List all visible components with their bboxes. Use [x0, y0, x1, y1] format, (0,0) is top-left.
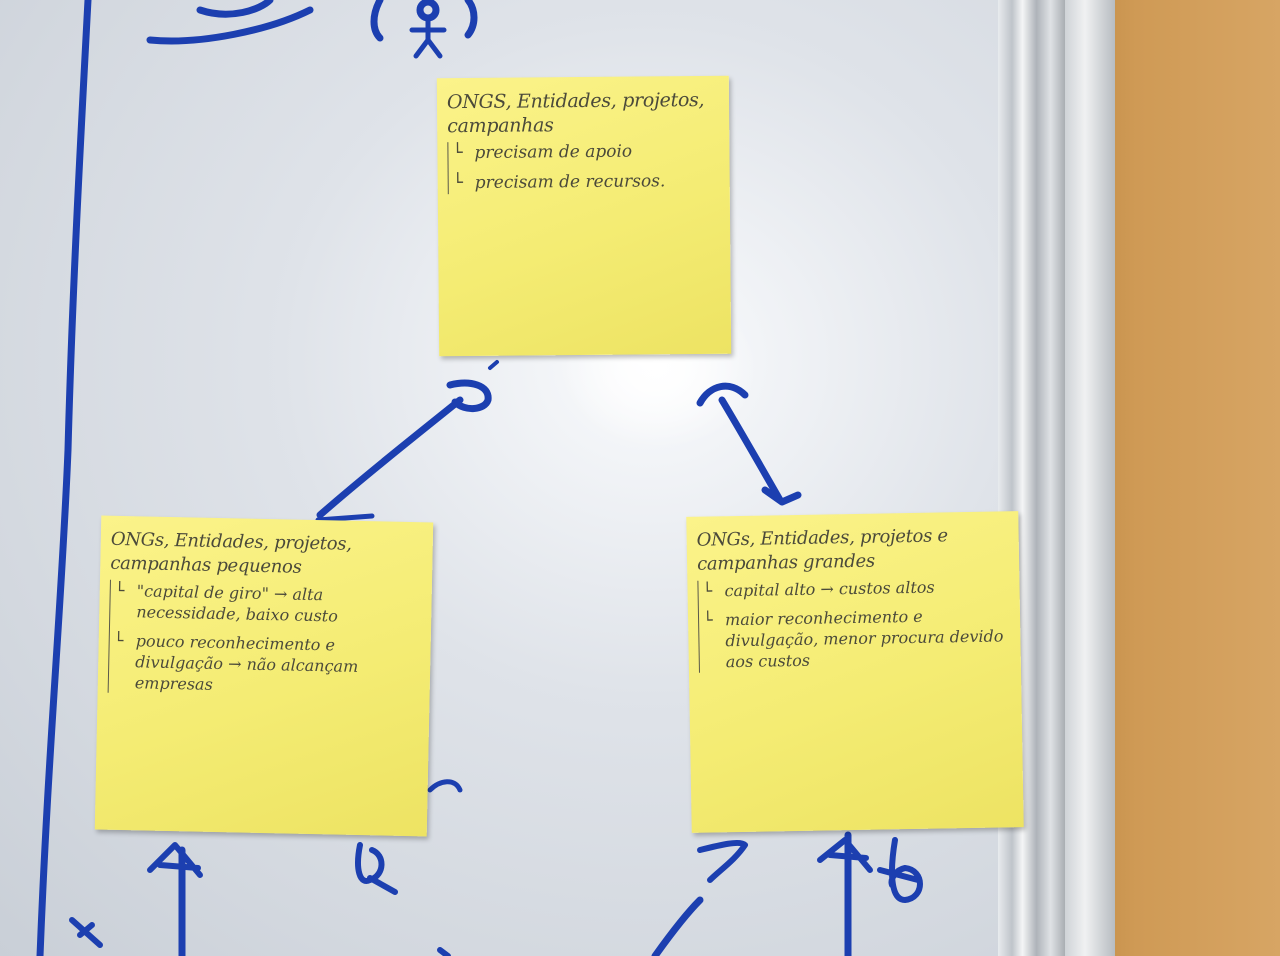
stick-figure — [409, 15, 447, 59]
note-title: ONGS, Entidades, projetos, campanhas — [446, 88, 705, 138]
sticky-note-left: ONGs, Entidades, projetos, campanhas peq… — [94, 515, 434, 837]
header-paren-right — [464, 0, 478, 39]
arrow-head-right — [761, 486, 802, 506]
sticky-note-right: ONGs, Entidades, projetos e campanhas gr… — [686, 511, 1024, 833]
note-list: precisam de apoio precisam de recursos. — [447, 139, 720, 195]
board-border-line — [36, 0, 92, 956]
header-paren-left — [370, 0, 384, 42]
header-stroke-2 — [196, 0, 274, 18]
arrow-left-to-top — [316, 396, 464, 519]
header-stroke-1 — [146, 6, 314, 45]
note-item: precisam de recursos. — [475, 170, 720, 194]
note-title: ONGs, Entidades, projetos, campanhas peq… — [110, 528, 352, 578]
note-item: "capital de giro" → alta necessidade, ba… — [136, 580, 422, 628]
arrow-head-top-left — [446, 379, 492, 412]
bottom-line-right-diag — [651, 896, 704, 956]
note-item: capital alto → custos altos — [724, 575, 1009, 601]
arrow-top-to-right — [718, 396, 784, 504]
marker-number-right — [817, 837, 873, 873]
sticky-note-top: ONGS, Entidades, projetos, campanhas pre… — [436, 75, 732, 357]
note-item: precisam de apoio — [474, 140, 719, 164]
note-item: pouco reconhecimento e divulgação → não … — [135, 630, 421, 699]
note-item: maior reconhecimento e divulgação, menor… — [725, 604, 1011, 672]
note-list: "capital de giro" → alta necessidade, ba… — [107, 579, 422, 700]
marker-number-left — [147, 842, 203, 878]
whiteboard-frame-edge — [1065, 0, 1115, 956]
arrow-head-top-right — [696, 382, 749, 407]
marker-number-right-mid — [697, 839, 748, 883]
marker-number-right-far — [877, 837, 923, 903]
note-list: capital alto → custos altos maior reconh… — [697, 575, 1011, 673]
marker-number-left-mid — [355, 842, 398, 895]
note-title: ONGs, Entidades, projetos e campanhas gr… — [696, 525, 949, 575]
